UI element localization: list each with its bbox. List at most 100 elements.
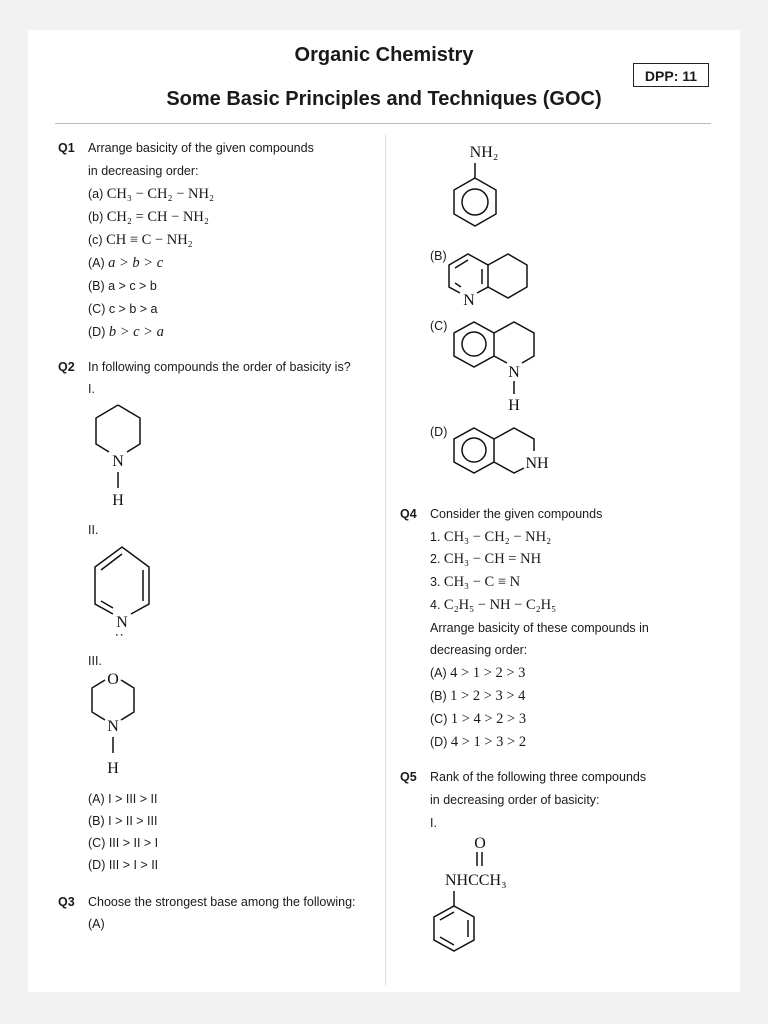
page-subtitle: Some Basic Principles and Techniques (GO… xyxy=(166,88,602,110)
tetrahydroquinoline-c-n-label: N xyxy=(508,364,520,381)
q3-number: Q3 xyxy=(58,895,75,909)
tetrahydroquinoline-c-structure: N H xyxy=(453,321,535,414)
q2-number: Q2 xyxy=(58,360,75,374)
q2-option-c[interactable]: (C) III > II > I xyxy=(88,836,159,850)
piperidine-part-bond xyxy=(493,355,508,364)
q2-label-ii: II. xyxy=(88,523,99,537)
q1-number: Q1 xyxy=(58,141,75,155)
tetrahydroisoquinoline-nh-label: NH xyxy=(525,455,549,472)
q4-option-c-value: 1 > 4 > 2 > 3 xyxy=(450,711,527,727)
q4-compound-2-label: 2. xyxy=(430,552,444,566)
q1-option-d-label: (D) xyxy=(88,325,109,339)
q4-compound-3: 3. CH₃ − C ≡ N xyxy=(430,573,520,591)
q2-text: In following compounds the order of basi… xyxy=(88,360,351,374)
q4-compound-4-label: 4. xyxy=(430,598,444,612)
q1-compound-c-label: (c) xyxy=(88,233,107,247)
pyridine-lone-pair: : xyxy=(112,633,127,637)
piperidine-h-label: H xyxy=(112,492,124,509)
tetrahydroisoquinoline-structure: NH xyxy=(453,427,549,474)
piperidine-structure: N H xyxy=(95,404,141,509)
q4-option-b-label: (B) xyxy=(430,689,451,703)
benzo-aromatic-circle xyxy=(461,331,487,357)
q3-option-a-label[interactable]: (A) xyxy=(88,917,105,931)
q3-text: Choose the strongest base among the foll… xyxy=(88,895,356,909)
q4-text-line2: Arrange basicity of these compounds in xyxy=(430,621,649,635)
q4-number: Q4 xyxy=(400,507,417,521)
piperidine-ring-right xyxy=(117,404,141,453)
piperidine-ring-left xyxy=(95,404,119,453)
page-title: Organic Chemistry xyxy=(294,44,474,66)
morpholine-o-label: O xyxy=(107,671,119,688)
column-divider xyxy=(385,135,386,985)
q1-text-line2: in decreasing order: xyxy=(88,164,199,178)
q5-text-line1: Rank of the following three compounds xyxy=(430,770,647,784)
q1-compound-a-formula: CH₃ − CH₂ − NH₂ xyxy=(106,186,214,202)
tetrahydroquinoline-c-h-label: H xyxy=(508,397,520,414)
q2-option-d[interactable]: (D) III > I > II xyxy=(88,858,159,872)
aniline-structure: NH₂ xyxy=(453,144,498,227)
q1-text-line1: Arrange basicity of the given compounds xyxy=(88,141,314,155)
q4-text: Consider the given compounds xyxy=(430,507,603,521)
pyridine-double-bond-1 xyxy=(100,553,123,571)
q4-compound-3-formula: CH₃ − C ≡ N xyxy=(443,574,521,590)
pyridine-n-label: N xyxy=(116,614,128,631)
q4-text-line3: decreasing order: xyxy=(430,643,528,657)
pyridine-structure: N : xyxy=(94,546,150,637)
q1-compound-c-formula: CH ≡ C − NH₂ xyxy=(106,232,193,248)
q4-option-a-value: 4 > 1 > 2 > 3 xyxy=(450,665,526,681)
q2-label-iii: III. xyxy=(88,654,102,668)
acetanilide-o-label: O xyxy=(474,835,486,852)
pyridine-part-double-3 xyxy=(454,282,462,288)
aniline-ring xyxy=(453,177,497,227)
isoquinoline-aromatic-circle xyxy=(461,437,487,463)
header-divider xyxy=(55,123,711,124)
q4-compound-2: 2. CH₃ − CH = NH xyxy=(430,550,541,568)
q4-compound-4: 4. C₂H₅ − NH − C₂H₅ xyxy=(430,596,556,614)
q4-compound-2-formula: CH₃ − CH = NH xyxy=(443,551,542,567)
q1-compound-b-formula: CH₂ = CH − NH₂ xyxy=(106,209,209,225)
q2-option-b[interactable]: (B) I > II > III xyxy=(88,814,158,828)
q4-option-d[interactable]: (D) 4 > 1 > 3 > 2 xyxy=(430,733,526,751)
q4-option-a-label: (A) xyxy=(430,666,451,680)
q5-label-i: I. xyxy=(430,816,437,830)
q4-option-d-value: 4 > 1 > 3 > 2 xyxy=(450,734,527,750)
q1-compound-a: (a) CH₃ − CH₂ − NH₂ xyxy=(88,185,214,203)
pyridine-part-double-1 xyxy=(454,259,469,269)
q5-number: Q5 xyxy=(400,770,417,784)
acetanilide-double-1 xyxy=(439,911,455,921)
q1-option-b[interactable]: (B) a > c > b xyxy=(88,279,157,293)
q2-label-i: I. xyxy=(88,382,95,396)
q3-option-c-label[interactable]: (C) xyxy=(430,319,448,333)
q4-option-b-value: 1 > 2 > 3 > 4 xyxy=(450,688,526,704)
q4-compound-1-label: 1. xyxy=(430,530,444,544)
q4-compound-1-formula: CH₃ − CH₂ − NH₂ xyxy=(443,529,552,545)
q3-option-b-label[interactable]: (B) xyxy=(430,249,447,263)
morpholine-h-label: H xyxy=(107,760,119,777)
q1-compound-a-label: (a) xyxy=(88,187,107,201)
q4-compound-3-label: 3. xyxy=(430,575,444,589)
q1-option-c[interactable]: (C) c > b > a xyxy=(88,302,158,316)
aniline-nh2-label: NH₂ xyxy=(470,144,499,161)
morpholine-structure: O N H xyxy=(91,671,135,777)
saturated-part-ring xyxy=(487,253,528,299)
isoquinoline-lower-bonds xyxy=(493,461,525,474)
piperidine-n-label: N xyxy=(112,453,124,470)
q1-option-a[interactable]: (A) a > b > c xyxy=(88,254,163,272)
q1-compound-c: (c) CH ≡ C − NH₂ xyxy=(88,231,193,249)
acetanilide-structure: O NHCCH₃ xyxy=(433,835,507,952)
q1-option-d[interactable]: (D) b > c > a xyxy=(88,323,164,341)
pyridine-ring xyxy=(94,546,150,615)
q2-option-a[interactable]: (A) I > III > II xyxy=(88,792,158,806)
tetrahydroquinoline-b-n-label: N xyxy=(463,292,475,309)
isoquinoline-upper-bonds xyxy=(493,427,535,451)
q3-option-d-label[interactable]: (D) xyxy=(430,425,448,439)
aniline-aromatic-circle xyxy=(461,188,489,216)
q4-option-c[interactable]: (C) 1 > 4 > 2 > 3 xyxy=(430,710,526,728)
q1-option-a-label: (A) xyxy=(88,256,109,270)
morpholine-n-label: N xyxy=(107,718,119,735)
q5-text-line2: in decreasing order of basicity: xyxy=(430,793,600,807)
piperidine-part-ring xyxy=(493,321,535,364)
q4-compound-4-formula: C₂H₅ − NH − C₂H₅ xyxy=(443,597,557,613)
q4-option-a[interactable]: (A) 4 > 1 > 2 > 3 xyxy=(430,664,525,682)
q4-option-b[interactable]: (B) 1 > 2 > 3 > 4 xyxy=(430,687,525,705)
